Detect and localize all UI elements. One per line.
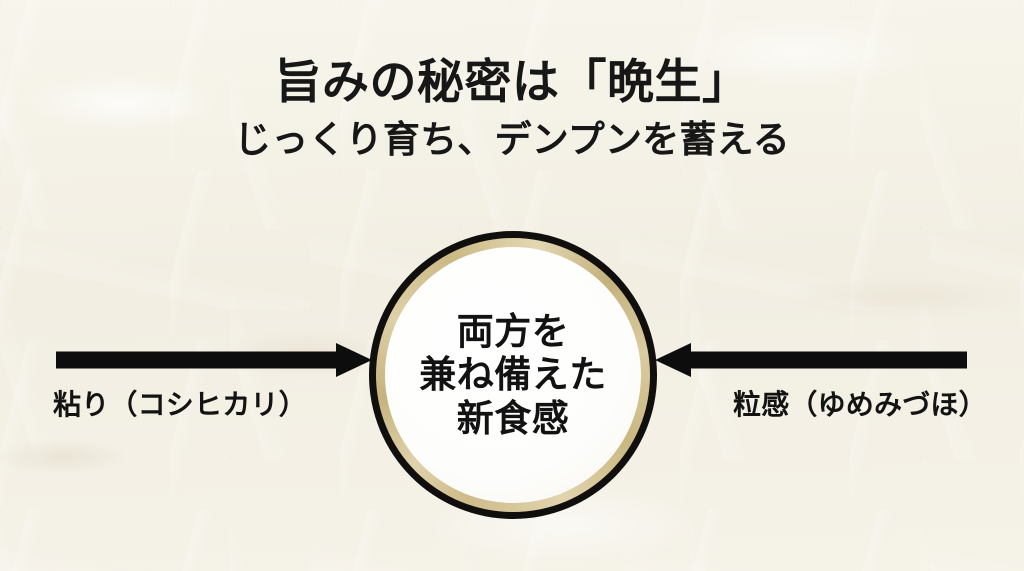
left-label: 粘り（コシヒカリ） bbox=[53, 388, 307, 421]
circle-text-line-1: 両方を bbox=[456, 310, 570, 354]
circle-text-line-2: 兼ね備えた bbox=[419, 353, 607, 397]
arrow-right-icon bbox=[56, 343, 372, 377]
page-subtitle: じっくり育ち、デンプンを蓄える bbox=[234, 117, 790, 161]
circle-gold-ring: 両方を 兼ね備えた 新食感 bbox=[376, 238, 650, 512]
right-label: 粒感（ゆめみづほ） bbox=[733, 388, 987, 421]
arrow-left-icon bbox=[655, 343, 967, 377]
left-arrow bbox=[56, 343, 372, 381]
right-arrow bbox=[655, 343, 967, 381]
page-title: 旨みの秘密は「晩生」 bbox=[274, 55, 750, 110]
circle-inner-area: 両方を 兼ね備えた 新食感 bbox=[385, 247, 641, 503]
center-circle: 両方を 兼ね備えた 新食感 bbox=[369, 231, 657, 519]
circle-text-line-3: 新食感 bbox=[456, 396, 570, 440]
heading-block: 旨みの秘密は「晩生」 じっくり育ち、デンプンを蓄える bbox=[0, 55, 1024, 161]
